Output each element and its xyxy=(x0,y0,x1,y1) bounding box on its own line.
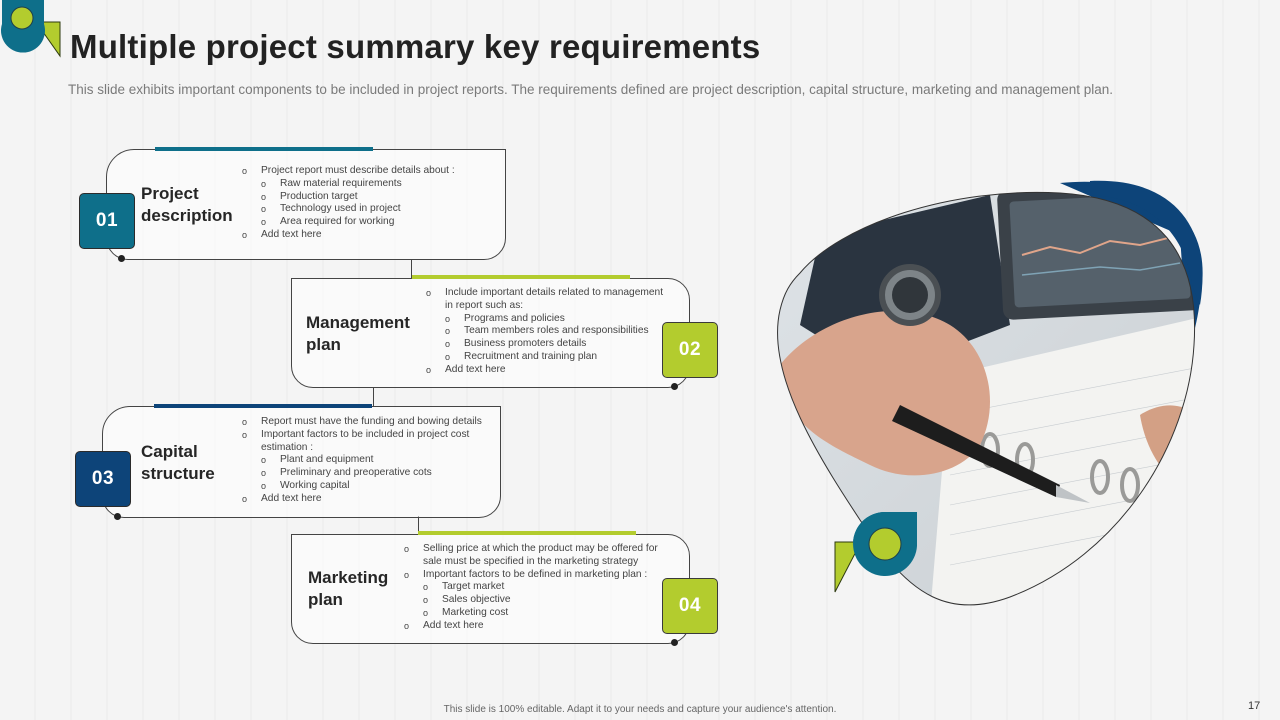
section-heading-line: plan xyxy=(308,590,343,609)
section-heading: Capital structure xyxy=(141,441,215,485)
page-number: 17 xyxy=(1248,700,1261,712)
section-heading-line: structure xyxy=(141,464,215,483)
bullet-item: Include important details related to man… xyxy=(426,287,663,300)
section-number-badge: 02 xyxy=(662,322,718,378)
bullet-item: Business promoters details xyxy=(426,338,663,351)
bullet-item: Target market xyxy=(404,581,658,594)
card-accent-bar xyxy=(155,147,373,151)
location-pin-icon xyxy=(834,511,917,593)
section-heading-line: Project xyxy=(141,184,199,203)
bullet-item: Project report must describe details abo… xyxy=(242,165,455,178)
section-bullets: Selling price at which the product may b… xyxy=(404,543,658,633)
bullet-item: Important factors to be included in proj… xyxy=(242,429,482,442)
bullet-item: Report must have the funding and bowing … xyxy=(242,416,482,429)
bullet-item: Programs and policies xyxy=(426,313,663,326)
hands-writing-photo xyxy=(776,180,1203,606)
bullet-item: Important factors to be defined in marke… xyxy=(404,569,658,582)
section-heading-line: Capital xyxy=(141,442,198,461)
section-number-badge: 04 xyxy=(662,578,718,634)
bullet-item: Area required for working xyxy=(242,216,455,229)
bullet-item: Working capital xyxy=(242,480,482,493)
bullet-item: Marketing cost xyxy=(404,607,658,620)
card-accent-bar xyxy=(154,404,372,408)
section-heading-line: plan xyxy=(306,335,341,354)
card-dot xyxy=(671,383,678,390)
bullet-item: Team members roles and responsibilities xyxy=(426,325,663,338)
bullet-item: Raw material requirements xyxy=(242,178,455,191)
bullet-item: estimation : xyxy=(261,441,314,453)
section-bullets: Project report must describe details abo… xyxy=(242,165,455,242)
section-number-badge: 03 xyxy=(75,451,131,507)
card-accent-bar xyxy=(412,275,630,279)
footer-note: This slide is 100% editable. Adapt it to… xyxy=(443,704,837,715)
bullet-item: Add text here xyxy=(404,620,658,633)
section-bullets: Report must have the funding and bowing … xyxy=(242,416,482,506)
card-dot xyxy=(118,255,125,262)
bullet-item: Selling price at which the product may b… xyxy=(404,543,658,556)
bullet-item: sale must be specified in the marketing … xyxy=(423,555,639,567)
section-heading: Management plan xyxy=(306,312,410,356)
section-bullets: Include important details related to man… xyxy=(426,287,663,377)
logo-pin-icon xyxy=(1,0,61,58)
section-heading: Project description xyxy=(141,183,233,227)
card-accent-bar xyxy=(418,531,636,535)
bullet-item: Preliminary and preoperative cots xyxy=(242,467,482,480)
bullet-item: Sales objective xyxy=(404,594,658,607)
section-heading: Marketing plan xyxy=(308,567,388,611)
bullet-item: Recruitment and training plan xyxy=(426,351,663,364)
bullet-item: in report such as: xyxy=(445,299,524,311)
bullet-item: Add text here xyxy=(242,493,482,506)
card-dot xyxy=(671,639,678,646)
page-subtitle: This slide exhibits important components… xyxy=(68,82,1114,97)
bullet-item: Add text here xyxy=(426,364,663,377)
connector-line xyxy=(411,259,412,278)
card-dot xyxy=(114,513,121,520)
section-number-badge: 01 xyxy=(79,193,135,249)
connector-line xyxy=(418,516,419,534)
bullet-item: Add text here xyxy=(242,229,455,242)
bullet-item: Technology used in project xyxy=(242,203,455,216)
bullet-item: Plant and equipment xyxy=(242,454,482,467)
connector-line xyxy=(373,387,374,407)
section-heading-line: description xyxy=(141,206,233,225)
page-title: Multiple project summary key requirement… xyxy=(70,28,761,65)
section-heading-line: Management xyxy=(306,313,410,332)
section-heading-line: Marketing xyxy=(308,568,389,587)
bullet-item: Production target xyxy=(242,191,455,204)
